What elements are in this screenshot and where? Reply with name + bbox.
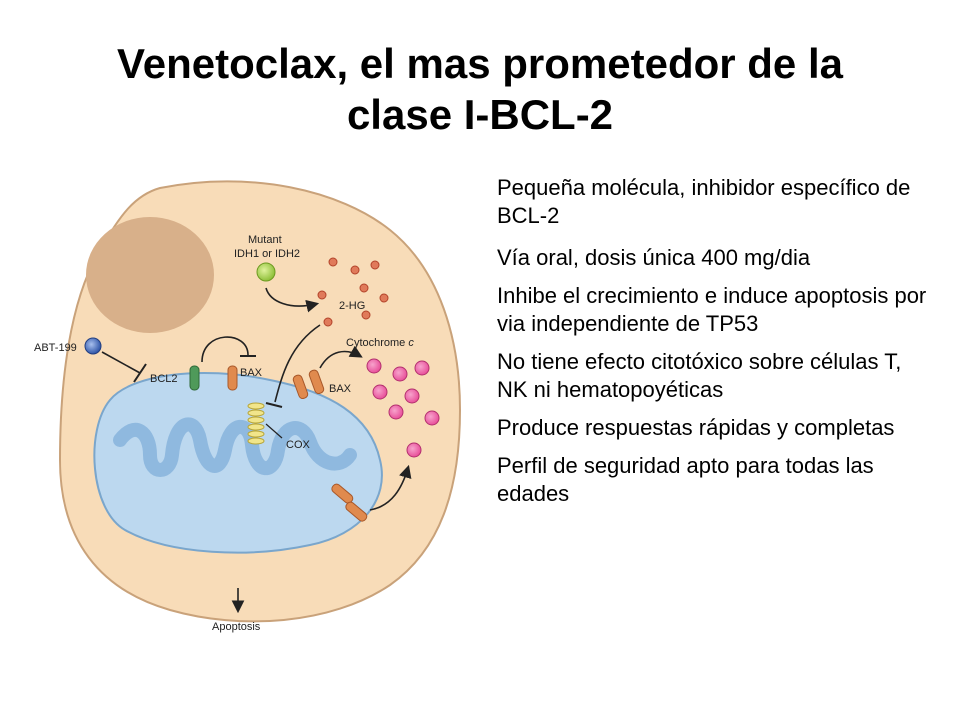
bcl2-apoptosis-diagram: Mutant IDH1 or IDH2 2-HG ABT-199 BCL2 BA… — [34, 180, 462, 633]
bullet-item: No tiene efecto citotóxico sobre células… — [497, 349, 902, 402]
2hg-dots — [317, 257, 389, 327]
2hg-label: 2-HG — [339, 300, 365, 312]
bax-membrane-label: BAX — [329, 383, 352, 395]
cox-complex — [247, 402, 265, 445]
bax-membrane-1 — [292, 374, 309, 400]
slide-title: Venetoclax, el mas prometedor de la clas… — [20, 38, 940, 140]
title-line-1: Venetoclax, el mas prometedor de la — [117, 40, 843, 87]
bullet-item: Pequeña molécula, inhibidor específico d… — [497, 175, 911, 228]
bcl2-bax-inhibition — [201, 336, 249, 363]
bullet-item: Vía oral, dosis única 400 mg/dia — [497, 245, 811, 270]
bullet-item: Perfil de seguridad apto para todas las … — [497, 453, 874, 506]
cox-label: COX — [286, 439, 311, 451]
bullet-item: Produce respuestas rápidas y completas — [497, 415, 895, 440]
bax-lower-2 — [345, 501, 368, 522]
lower-release-arrow — [369, 464, 412, 511]
bax-lower-1 — [331, 483, 354, 504]
bcl2-protein — [189, 365, 200, 391]
bullet-item: Inhibe el crecimiento e induce apoptosis… — [497, 283, 927, 336]
idh-arrow — [265, 287, 320, 313]
abt199-label: ABT-199 — [34, 342, 77, 354]
bax-membrane-2 — [308, 369, 325, 395]
bax-label: BAX — [240, 367, 263, 379]
cytochrome-c-dots — [366, 358, 440, 458]
cytochrome-release-arrow — [319, 345, 363, 369]
nucleus — [86, 217, 214, 333]
bcl2-label: BCL2 — [150, 373, 178, 385]
2hg-inhibition-line — [274, 324, 321, 403]
bullet-list: Pequeña molécula, inhibidor específico d… — [497, 174, 937, 518]
cytochrome-label: Cytochrome c — [346, 337, 414, 349]
idh-label: IDH1 or IDH2 — [234, 248, 300, 260]
mitochondrion-cristae — [113, 417, 357, 477]
bax-protein — [227, 365, 238, 391]
idh-molecule — [256, 262, 276, 282]
abt199-molecule — [84, 337, 102, 355]
apoptosis-label: Apoptosis — [212, 621, 261, 633]
title-line-2: clase I-BCL-2 — [346, 91, 614, 138]
mutant-label: Mutant — [248, 234, 282, 246]
